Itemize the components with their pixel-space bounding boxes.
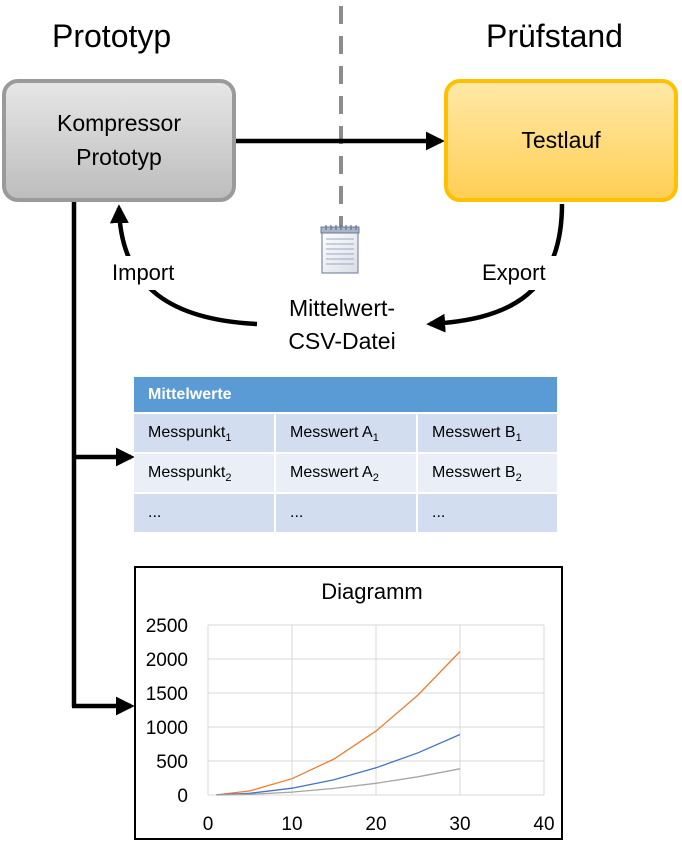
table-row: Messpunkt2 Messwert A2 Messwert B2 xyxy=(134,454,557,492)
csv-label-line1: Mittelwert- xyxy=(288,295,396,321)
export-label: Export xyxy=(472,256,556,290)
table-cell: Messwert A2 xyxy=(276,454,416,492)
x-tick-label: 30 xyxy=(449,814,470,835)
csv-file-label: Mittelwert- CSV-Datei xyxy=(262,292,422,359)
y-tick-label: 2000 xyxy=(146,650,188,671)
x-tick-label: 0 xyxy=(203,814,214,835)
import-arc-arrow xyxy=(109,204,258,327)
notepad-icon xyxy=(320,225,360,274)
x-tick-label: 10 xyxy=(281,814,302,835)
table-header: Mittelwerte xyxy=(134,377,557,412)
series-line-1 xyxy=(216,651,461,796)
table-cell: Messwert A1 xyxy=(276,414,416,452)
table-cell: Messwert B2 xyxy=(418,454,557,492)
testlauf-label: Testlauf xyxy=(521,126,601,153)
y-tick-label: 0 xyxy=(177,786,188,807)
mittelwerte-table: Mittelwerte Messpunkt1 Messwert A1 Messw… xyxy=(134,377,557,532)
export-arc-arrow xyxy=(426,203,565,333)
heading-prototyp: Prototyp xyxy=(52,18,172,54)
table-cell: Messpunkt2 xyxy=(134,454,274,492)
diagramm-chart: Diagramm 0 500 1000 1500 2000 2500 0 10 20 30 40 xyxy=(134,566,563,840)
y-tick-label: 1500 xyxy=(146,684,188,705)
x-tick-label: 40 xyxy=(533,814,554,835)
y-tick-label: 2500 xyxy=(146,616,188,637)
prototype-line1: Kompressor xyxy=(57,110,181,137)
prototype-line2: Prototyp xyxy=(76,143,162,170)
import-label: Import xyxy=(102,256,185,290)
series-line-3 xyxy=(216,768,461,796)
table-cell: ... xyxy=(418,494,557,532)
chart-title: Diagramm xyxy=(321,579,422,604)
table-cell: ... xyxy=(276,494,416,532)
chart-svg: Diagramm 0 500 1000 1500 2000 2500 0 10 20 30 40 xyxy=(146,579,555,835)
testlauf-box: Testlauf xyxy=(444,79,678,202)
table-cell: Messwert B1 xyxy=(418,414,557,452)
series-line-2 xyxy=(216,733,461,796)
heading-pruefstand: Prüfstand xyxy=(486,18,623,54)
y-tick-label: 500 xyxy=(156,752,188,773)
x-tick-label: 20 xyxy=(365,814,386,835)
table-row: Messpunkt1 Messwert A1 Messwert B1 xyxy=(134,414,557,452)
table-row: ... ... ... xyxy=(134,494,557,532)
table-cell: Messpunkt1 xyxy=(134,414,274,452)
table-cell: ... xyxy=(134,494,274,532)
csv-label-line2: CSV-Datei xyxy=(288,328,396,355)
y-tick-label: 1000 xyxy=(146,718,188,739)
